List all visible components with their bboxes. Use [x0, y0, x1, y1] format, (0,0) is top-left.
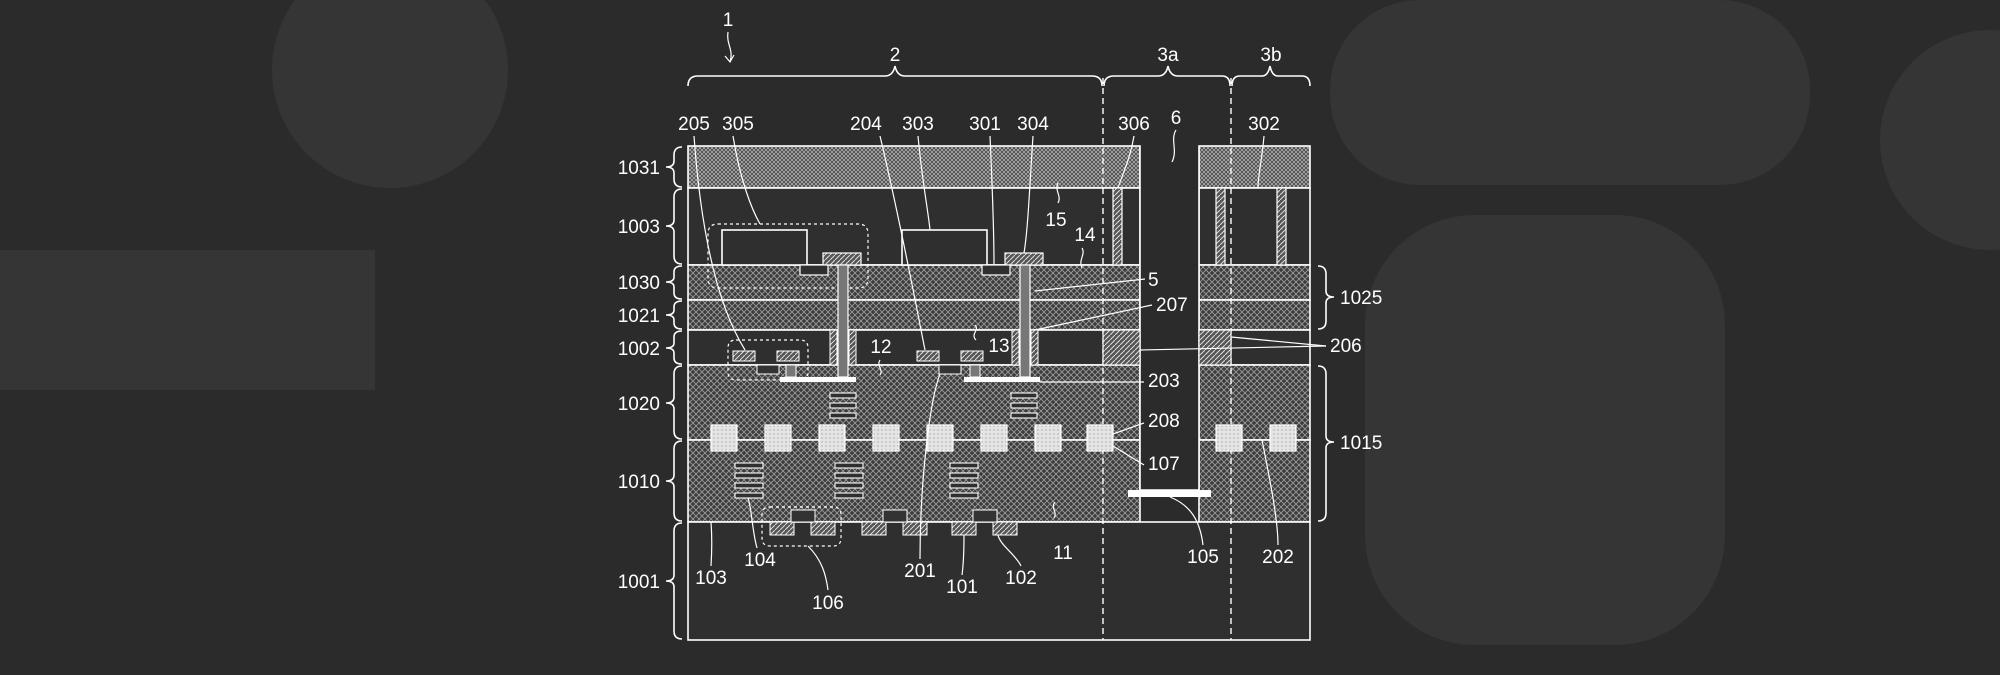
- label-102: 102: [1005, 568, 1037, 589]
- region-label-3a: 3a: [1157, 45, 1179, 66]
- layer-label-1010: 1010: [618, 472, 660, 493]
- label-206: 206: [1330, 336, 1362, 357]
- label-106: 106: [812, 593, 844, 614]
- bonding-pads: [710, 424, 1297, 452]
- arrow-1: [724, 54, 735, 64]
- label-11: 11: [1053, 543, 1073, 564]
- label-207: 207: [1156, 295, 1188, 316]
- leader-1: [727, 31, 732, 63]
- substrate-transistors: [761, 506, 1018, 547]
- label-304: 304: [1017, 114, 1049, 135]
- region-label-3b: 3b: [1260, 45, 1281, 66]
- label-13: 13: [988, 336, 1009, 357]
- right-braces: [1317, 265, 1335, 522]
- layer-label-1021: 1021: [618, 306, 660, 327]
- label-201: 201: [904, 561, 936, 582]
- layer-label-1031: 1031: [618, 158, 660, 179]
- leader-206: [1139, 345, 1327, 351]
- layer-label-1030: 1030: [618, 273, 660, 294]
- bottom-leaders: [710, 373, 1279, 591]
- through-vias: [780, 264, 1232, 382]
- label-107: 107: [1148, 454, 1180, 475]
- label-14: 14: [1074, 225, 1096, 246]
- label-205: 205: [678, 114, 710, 135]
- left-braces: [665, 146, 683, 640]
- pixel-components: [707, 187, 1287, 289]
- label-208: 208: [1148, 411, 1180, 432]
- layer-label-1025: 1025: [1340, 288, 1382, 309]
- layer-label-1002: 1002: [618, 339, 660, 360]
- label-305: 305: [722, 114, 754, 135]
- label-203: 203: [1148, 371, 1180, 392]
- wiring-stacks: [734, 392, 1038, 499]
- label-opening-6: 6: [1171, 108, 1182, 129]
- label-306: 306: [1118, 114, 1150, 135]
- layer-label-1020: 1020: [618, 394, 660, 415]
- label-104: 104: [744, 550, 776, 571]
- label-303: 303: [902, 114, 934, 135]
- region-label-2: 2: [890, 45, 901, 66]
- layer-label-1001: 1001: [618, 572, 660, 593]
- label-302: 302: [1248, 114, 1280, 135]
- region-braces: [687, 65, 1311, 87]
- inner-leaders: [878, 182, 1153, 519]
- layer-label-1015: 1015: [1340, 433, 1382, 454]
- label-204: 204: [850, 114, 882, 135]
- label-202: 202: [1262, 547, 1294, 568]
- leader-206b: [1230, 336, 1327, 347]
- layer-label-1003: 1003: [618, 217, 660, 238]
- label-103: 103: [695, 568, 727, 589]
- figure-number-label: 1: [723, 10, 734, 31]
- label-105: 105: [1187, 547, 1219, 568]
- label-101: 101: [946, 577, 978, 598]
- label-15: 15: [1045, 210, 1066, 231]
- label-12: 12: [870, 337, 891, 358]
- transistors-1002: [727, 339, 984, 381]
- label-301: 301: [969, 114, 1001, 135]
- top-leaders: [693, 129, 1265, 351]
- label-5: 5: [1148, 270, 1159, 291]
- background-shapes: [0, 0, 2000, 645]
